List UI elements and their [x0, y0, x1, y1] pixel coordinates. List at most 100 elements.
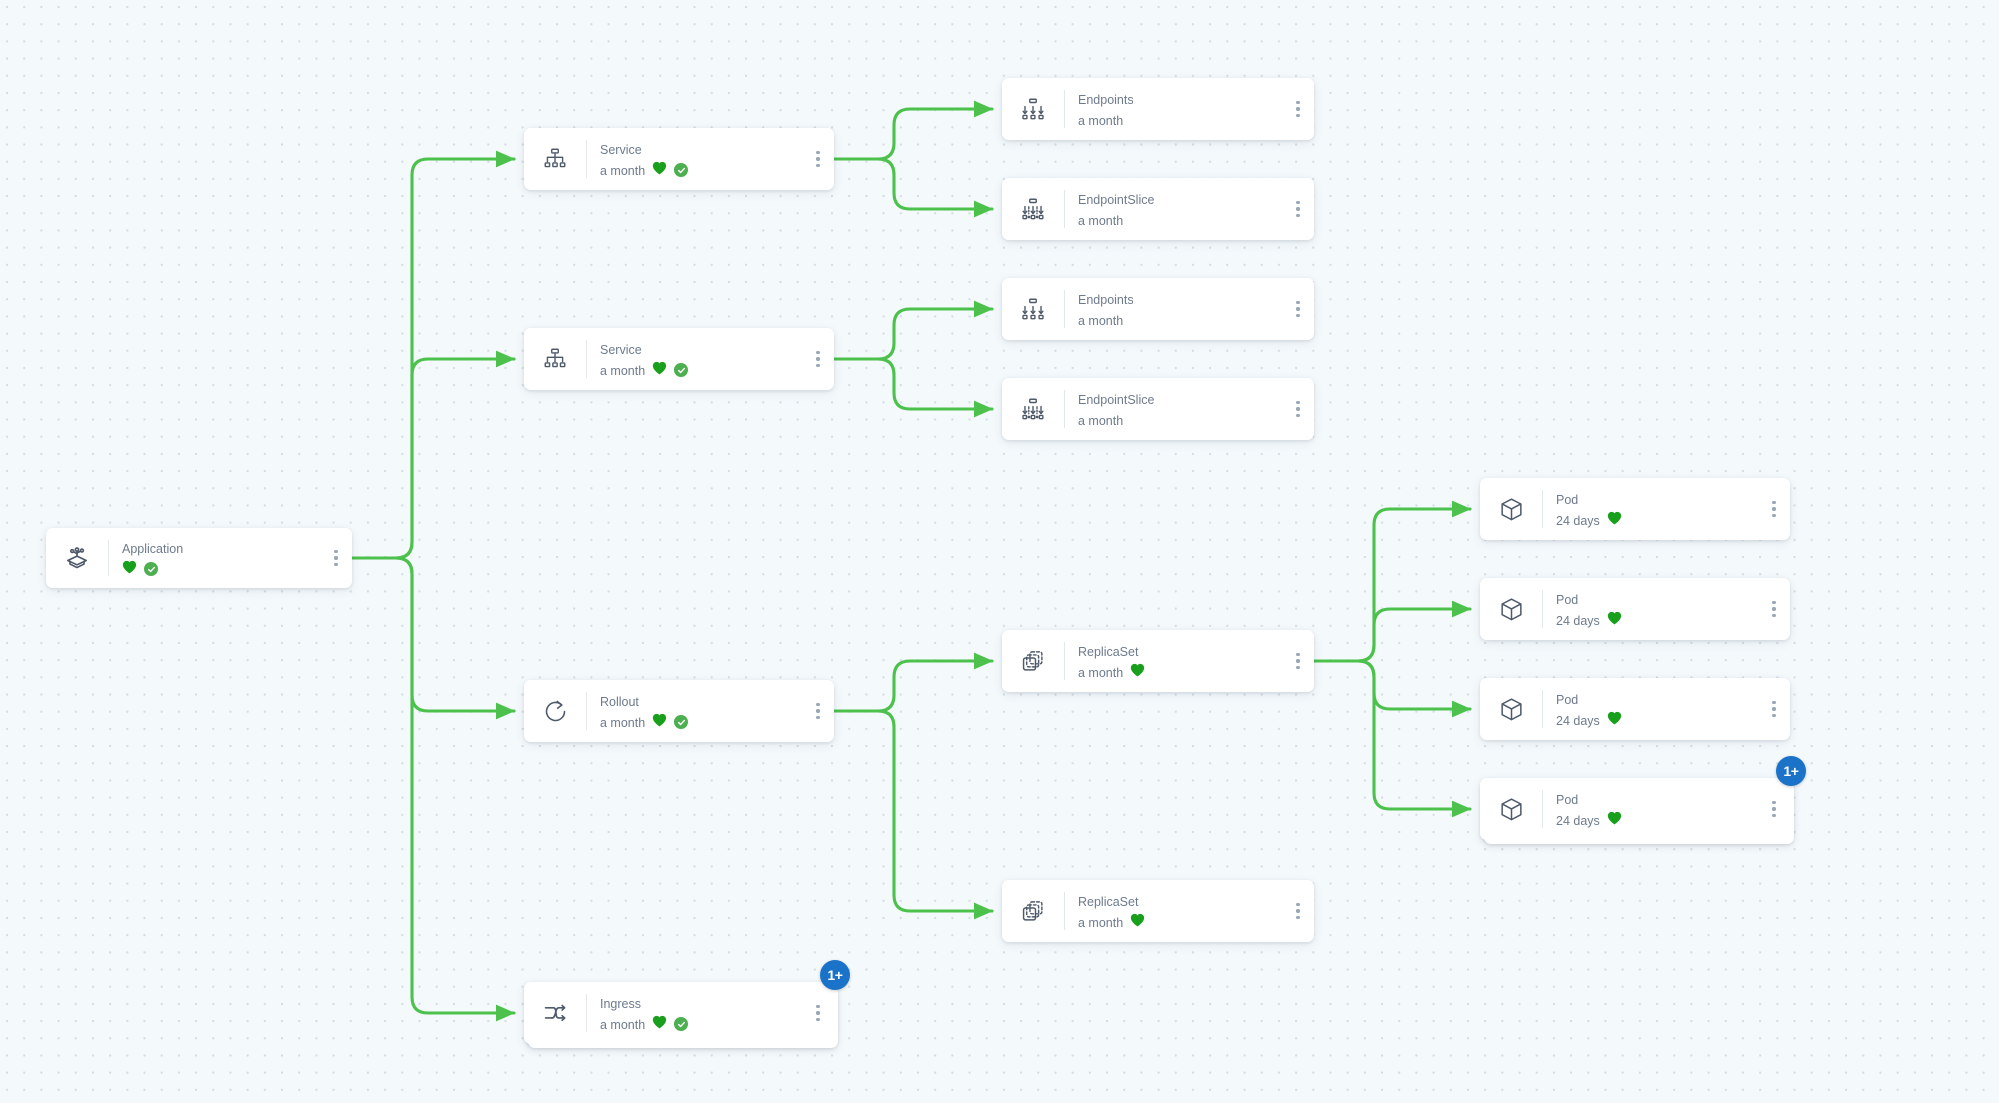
health-heart-icon: [652, 1015, 667, 1034]
edge-app-to-svc-canary-demo: [350, 150, 516, 560]
edge-svc-canary-demo-preview-to-ep-canary-demo-preview: [832, 300, 994, 361]
heart-glyph: [1607, 512, 1621, 525]
synced-icon: [674, 163, 689, 178]
resource-age: 24 days: [1556, 613, 1600, 628]
resource-age: a month: [600, 163, 646, 178]
edge-svc-canary-demo-to-eps-canary-demo-clpjw: [832, 157, 994, 218]
heart-glyph: [122, 561, 137, 574]
edge-rollout-to-rs-967754b4c: [832, 709, 994, 920]
health-heart-icon: [1607, 611, 1622, 630]
resource-node-rs-967754b4c[interactable]: canary-demo-967754b4c ReplicaSet a month: [1002, 880, 1314, 942]
resource-kind: Pod: [1556, 692, 1579, 707]
health-heart-icon: [122, 560, 137, 579]
service-icon: [524, 346, 586, 372]
overflow-count-badge[interactable]: 1+: [1776, 756, 1806, 786]
resource-node-app[interactable]: canary-demo Application: [46, 528, 352, 588]
resource-age: a month: [600, 363, 646, 378]
resource-node-pod-4[interactable]: canary-demo-7f89b8b97... Pod 24 days 1+: [1480, 756, 1806, 848]
resource-node-pod-2[interactable]: canary-demo-7f89b8b97... Pod 24 days: [1480, 578, 1790, 640]
resource-kind: Service: [600, 142, 642, 157]
edge-rs-7f89b8b978-to-pod-3: [1312, 659, 1472, 718]
heart-glyph: [653, 714, 667, 727]
resource-meta: 24 days: [1556, 711, 1780, 730]
resource-age: 24 days: [1556, 813, 1600, 828]
endpoints-icon: [1002, 296, 1064, 322]
resource-kind: Endpoints: [1078, 92, 1134, 107]
resource-meta: a month: [600, 713, 824, 732]
more-actions-icon[interactable]: [811, 1003, 825, 1023]
resource-age: a month: [600, 1017, 646, 1032]
resource-node-ep-canary-demo[interactable]: canary-demo Endpoints a month: [1002, 78, 1314, 140]
edge-svc-canary-demo-preview-to-eps-canary-demo-preview-v: [832, 357, 994, 418]
heart-glyph: [653, 1016, 667, 1029]
more-actions-icon[interactable]: [1767, 599, 1781, 619]
endpoints-icon: [1002, 96, 1064, 122]
more-actions-icon[interactable]: [1291, 299, 1305, 319]
resource-node-eps-canary-demo-clpjw[interactable]: canary-demo-clpjw EndpointSlice a month: [1002, 178, 1314, 240]
resource-node-ep-canary-demo-preview[interactable]: canary-demo-preview Endpoints a month: [1002, 278, 1314, 340]
synced-icon: [674, 715, 689, 730]
ingress-icon: [524, 1000, 586, 1026]
pod-icon: [1480, 596, 1542, 623]
synced-icon: [674, 1017, 689, 1032]
heart-glyph: [1607, 712, 1621, 725]
more-actions-icon[interactable]: [1291, 399, 1305, 419]
resource-meta: [122, 560, 342, 579]
heart-glyph: [1607, 612, 1621, 625]
more-actions-icon[interactable]: [1767, 799, 1781, 819]
more-actions-icon[interactable]: [1291, 901, 1305, 921]
resource-age: a month: [600, 715, 646, 730]
edge-rs-7f89b8b978-to-pod-2: [1312, 600, 1472, 663]
edge-svc-canary-demo-to-ep-canary-demo: [832, 100, 994, 161]
more-actions-icon[interactable]: [1291, 199, 1305, 219]
resource-meta: a month: [600, 1015, 824, 1034]
sync-check-icon: [674, 714, 689, 732]
resource-meta: 24 days: [1556, 811, 1780, 830]
resource-node-rs-7f89b8b978[interactable]: canary-demo-7f89b8b978 ReplicaSet a mont…: [1002, 630, 1314, 692]
health-heart-icon: [1607, 511, 1622, 530]
replicaset-icon: [1002, 898, 1064, 924]
resource-meta: a month: [600, 361, 824, 380]
synced-icon: [144, 562, 158, 577]
edge-rs-7f89b8b978-to-pod-4: [1312, 659, 1472, 818]
replicaset-icon: [1002, 648, 1064, 674]
resource-kind: Endpoints: [1078, 292, 1134, 307]
overflow-count-badge[interactable]: 1+: [820, 960, 850, 990]
resource-age: a month: [1078, 113, 1124, 128]
resource-kind: Application: [122, 541, 184, 556]
resource-kind: Service: [600, 342, 642, 357]
more-actions-icon[interactable]: [1291, 99, 1305, 119]
resource-age: 24 days: [1556, 513, 1600, 528]
resource-meta: a month: [1078, 112, 1304, 131]
edge-app-to-svc-canary-demo-preview: [350, 350, 516, 560]
resource-node-svc-canary-demo[interactable]: canary-demo Service a month: [524, 128, 834, 190]
resource-node-pod-1[interactable]: canary-demo-7f89b8b97... Pod 24 days: [1480, 478, 1790, 540]
health-heart-icon: [1130, 663, 1145, 682]
resource-node-svc-canary-demo-preview[interactable]: canary-demo-preview Service a month: [524, 328, 834, 390]
health-heart-icon: [1130, 913, 1145, 932]
resource-meta: a month: [1078, 312, 1304, 331]
resource-node-rollout[interactable]: canary-demo Rollout a month: [524, 680, 834, 742]
more-actions-icon[interactable]: [811, 149, 825, 169]
more-actions-icon[interactable]: [1767, 699, 1781, 719]
heart-glyph: [653, 362, 667, 375]
resource-node-pod-3[interactable]: canary-demo-7f89b8b97... Pod 24 days: [1480, 678, 1790, 740]
resource-meta: 24 days: [1556, 611, 1780, 630]
resource-kind: EndpointSlice: [1078, 192, 1155, 207]
resource-kind: Pod: [1556, 492, 1579, 507]
sync-check-icon: [674, 162, 689, 180]
more-actions-icon[interactable]: [329, 548, 343, 568]
health-heart-icon: [652, 161, 667, 180]
more-actions-icon[interactable]: [1767, 499, 1781, 519]
more-actions-icon[interactable]: [811, 701, 825, 721]
resource-node-ingress[interactable]: canary-demo Ingress a month 1+: [524, 960, 850, 1052]
resource-kind: Rollout: [600, 694, 639, 709]
more-actions-icon[interactable]: [811, 349, 825, 369]
more-actions-icon[interactable]: [1291, 651, 1305, 671]
endpointslice-icon: [1002, 396, 1064, 422]
resource-meta: a month: [1078, 663, 1304, 682]
endpointslice-icon: [1002, 196, 1064, 222]
resource-node-eps-canary-demo-preview-v[interactable]: canary-demo-preview-v... EndpointSlice a…: [1002, 378, 1314, 440]
resource-age: a month: [1078, 313, 1124, 328]
